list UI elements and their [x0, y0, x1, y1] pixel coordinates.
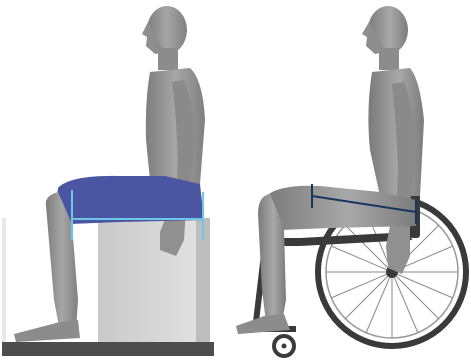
left-figure-group [2, 6, 214, 356]
right-figure-group [236, 6, 466, 356]
left-floor-slab [2, 342, 214, 356]
left-foot [14, 320, 80, 342]
left-neck [158, 48, 178, 70]
right-neck [379, 48, 399, 70]
left-back-wall [2, 218, 6, 342]
wheelchair-caster-hub [282, 344, 287, 349]
seat-block [98, 218, 210, 342]
left-shorts [57, 176, 204, 224]
